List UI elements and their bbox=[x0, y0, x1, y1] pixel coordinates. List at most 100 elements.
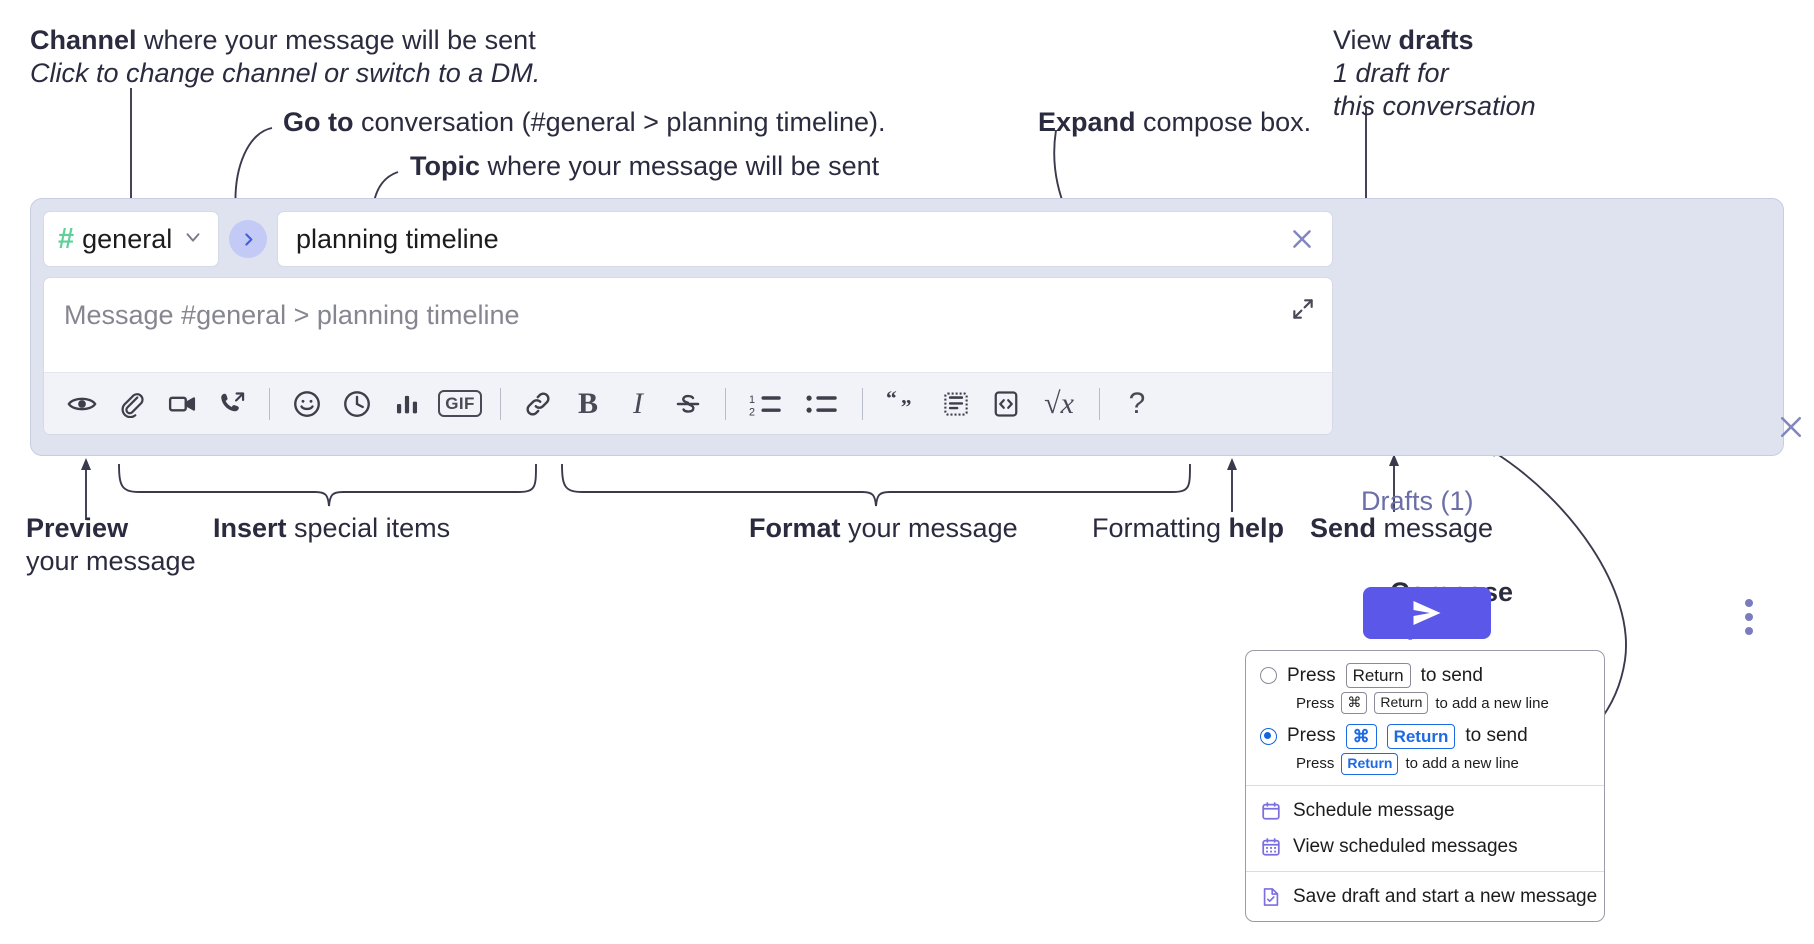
expand-icon[interactable] bbox=[1286, 292, 1320, 326]
annotation-send: Send message bbox=[1310, 512, 1493, 545]
gif-label: GIF bbox=[438, 390, 482, 417]
option1-sub-post: to add a new line bbox=[1435, 694, 1549, 712]
calendar-schedule-icon bbox=[1260, 800, 1282, 822]
emoji-icon[interactable] bbox=[283, 380, 331, 428]
option1-sub-pre: Press bbox=[1296, 694, 1335, 712]
italic-icon[interactable]: I bbox=[614, 380, 662, 428]
key-command: ⌘ bbox=[1341, 692, 1368, 714]
toolbar-divider bbox=[500, 387, 501, 420]
radio-button[interactable] bbox=[1260, 667, 1277, 685]
svg-text:“: “ bbox=[886, 389, 897, 410]
compose-top-row: # general planning timeline bbox=[43, 211, 1333, 267]
attachment-icon[interactable] bbox=[108, 380, 156, 428]
annotation-goto: Go to conversation (#general > planning … bbox=[283, 106, 886, 139]
annotation-insert-bold: Insert bbox=[213, 513, 287, 543]
clock-icon[interactable] bbox=[333, 380, 381, 428]
video-icon[interactable] bbox=[158, 380, 206, 428]
menu-item-label: Save draft and start a new message bbox=[1293, 885, 1598, 907]
send-option-cmd-return[interactable]: Press ⌘ Return to send bbox=[1260, 723, 1590, 749]
annotation-drafts-bold: drafts bbox=[1398, 25, 1474, 55]
go-to-conversation-button[interactable] bbox=[229, 220, 267, 258]
annotation-topic: Topic where your message will be sent bbox=[410, 150, 879, 183]
send-option-return[interactable]: Press Return to send bbox=[1260, 663, 1590, 689]
annotation-help-plain: Formatting bbox=[1092, 513, 1229, 543]
annotation-send-bold: Send bbox=[1310, 513, 1377, 543]
annotation-channel: Channel where your message will be sent … bbox=[30, 24, 540, 90]
option2-sub-pre: Press bbox=[1296, 755, 1335, 773]
key-return: Return bbox=[1341, 753, 1399, 775]
annotation-preview-bold: Preview bbox=[26, 513, 129, 543]
help-label: ? bbox=[1128, 386, 1146, 420]
annotation-channel-bold: Channel bbox=[30, 25, 137, 55]
annotation-preview-line2: your message bbox=[26, 545, 196, 576]
annotation-channel-italic: Click to change channel or switch to a D… bbox=[30, 57, 541, 88]
compose-box: Drafts (1) # general bbox=[30, 198, 1802, 639]
annotation-topic-rest: where your message will be sent bbox=[480, 151, 880, 181]
ordered-list-icon[interactable]: 1 2 bbox=[739, 380, 793, 428]
toolbar-divider bbox=[1099, 387, 1100, 420]
option1-post: to send bbox=[1420, 664, 1483, 686]
compose-options-menu: Press Return to send Press ⌘ Return to a… bbox=[1245, 650, 1605, 922]
option2-pre: Press bbox=[1287, 725, 1336, 747]
save-draft-icon bbox=[1260, 886, 1282, 908]
strikethrough-icon[interactable] bbox=[664, 380, 712, 428]
toolbar-divider bbox=[862, 387, 863, 420]
menu-item-save-draft[interactable]: Save draft and start a new message bbox=[1246, 876, 1604, 915]
key-return: Return bbox=[1374, 692, 1429, 714]
message-placeholder: Message #general > planning timeline bbox=[64, 300, 520, 330]
gif-icon[interactable]: GIF bbox=[433, 380, 487, 428]
svg-text:1: 1 bbox=[749, 393, 755, 405]
math-icon[interactable]: √x bbox=[1032, 380, 1086, 428]
message-input-area[interactable]: Message #general > planning timeline bbox=[43, 277, 1333, 435]
code-icon[interactable] bbox=[982, 380, 1030, 428]
blockquote-icon[interactable]: “ ” bbox=[876, 380, 930, 428]
close-icon[interactable] bbox=[1771, 407, 1811, 447]
bold-icon[interactable]: B bbox=[564, 380, 612, 428]
annotation-channel-rest: where your message will be sent bbox=[136, 25, 536, 55]
kebab-dot bbox=[1745, 599, 1753, 607]
channel-name: general bbox=[82, 223, 173, 254]
annotation-expand-rest: compose box. bbox=[1135, 107, 1312, 137]
help-icon[interactable]: ? bbox=[1113, 380, 1161, 428]
radio-button-selected[interactable] bbox=[1260, 727, 1277, 745]
annotation-preview: Preview your message bbox=[26, 512, 196, 578]
menu-divider bbox=[1246, 870, 1604, 872]
annotation-format: Format your message bbox=[749, 512, 1018, 545]
link-icon[interactable] bbox=[514, 380, 562, 428]
channel-selector[interactable]: # general bbox=[43, 211, 219, 267]
menu-item-schedule-message[interactable]: Schedule message bbox=[1246, 790, 1604, 829]
menu-item-label: Schedule message bbox=[1293, 799, 1455, 821]
calendar-view-icon bbox=[1260, 836, 1282, 858]
chevron-down-icon bbox=[182, 226, 204, 253]
bulleted-list-icon[interactable] bbox=[795, 380, 849, 428]
send-option-cmd-return-hint: Press Return to add a new line bbox=[1296, 753, 1590, 775]
annotation-help-bold: help bbox=[1228, 513, 1285, 543]
toolbar-divider bbox=[269, 387, 270, 420]
hash-icon: # bbox=[58, 222, 75, 255]
menu-item-view-scheduled[interactable]: View scheduled messages bbox=[1246, 829, 1604, 865]
key-command: ⌘ bbox=[1345, 723, 1377, 749]
drafts-link[interactable]: Drafts (1) bbox=[1361, 486, 1474, 516]
send-button[interactable] bbox=[1363, 587, 1491, 639]
svg-text:”: ” bbox=[901, 395, 912, 419]
annotation-format-rest: your message bbox=[840, 513, 1018, 543]
poll-icon[interactable] bbox=[383, 380, 431, 428]
audio-call-icon[interactable] bbox=[208, 380, 256, 428]
annotation-goto-bold: Go to bbox=[283, 107, 354, 137]
preview-icon[interactable] bbox=[58, 380, 106, 428]
math-label: √x bbox=[1044, 386, 1074, 420]
annotation-formatting-help: Formatting help bbox=[1092, 512, 1284, 545]
annotation-drafts-plain: View bbox=[1333, 25, 1399, 55]
code-block-icon[interactable] bbox=[932, 380, 980, 428]
topic-input[interactable]: planning timeline bbox=[277, 211, 1333, 267]
key-return: Return bbox=[1345, 663, 1411, 689]
topic-value: planning timeline bbox=[296, 223, 499, 254]
annotation-expand: Expand compose box. bbox=[1038, 106, 1311, 139]
annotation-insert: Insert special items bbox=[213, 512, 450, 545]
option2-sub-post: to add a new line bbox=[1405, 755, 1519, 773]
compose-options-kebab-icon[interactable] bbox=[1731, 595, 1767, 639]
annotation-send-rest: message bbox=[1376, 513, 1494, 543]
close-icon[interactable] bbox=[1284, 221, 1320, 257]
annotation-drafts-italic1: 1 draft for bbox=[1333, 57, 1449, 88]
